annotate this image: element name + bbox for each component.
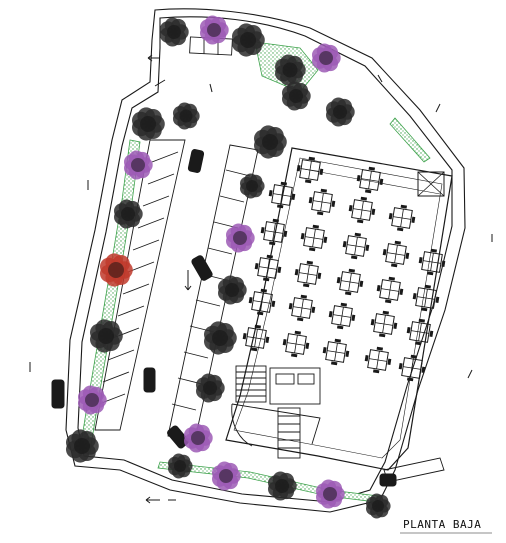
table <box>362 344 394 376</box>
purple-tree-icon <box>311 43 341 73</box>
table <box>258 216 290 248</box>
dining-tables <box>240 154 448 384</box>
table <box>368 308 400 340</box>
dark-tree-icon <box>113 199 143 229</box>
table <box>320 336 352 368</box>
dark-tree-icon <box>89 319 123 353</box>
traffic-arrows <box>29 54 493 504</box>
purple-tree-icon <box>77 385 107 415</box>
red-tree-icon <box>99 253 133 287</box>
purple-tree-icon <box>199 15 229 45</box>
table <box>326 300 358 332</box>
dark-tree-icon <box>253 125 287 159</box>
table <box>410 282 442 314</box>
dark-tree-icon <box>65 429 99 463</box>
table <box>416 246 448 278</box>
table <box>266 179 298 211</box>
table <box>354 164 386 196</box>
purple-tree-icon <box>123 150 153 180</box>
table <box>246 286 278 318</box>
dark-tree-icon <box>274 54 306 86</box>
dark-tree-icon <box>195 373 225 403</box>
dark-tree-icon <box>325 97 355 127</box>
dark-tree-icon <box>172 102 200 130</box>
purple-tree-icon <box>315 479 345 509</box>
drawing-title: PLANTA BAJA <box>403 518 482 531</box>
table <box>380 238 412 270</box>
dark-tree-icon <box>131 107 165 141</box>
table <box>252 252 284 284</box>
table <box>286 292 318 324</box>
dark-tree-icon <box>239 173 265 199</box>
main-building <box>225 147 453 471</box>
table <box>334 266 366 298</box>
purple-tree-icon <box>211 461 241 491</box>
table <box>240 322 272 354</box>
table <box>386 202 418 234</box>
table <box>346 194 378 226</box>
dark-tree-icon <box>159 17 189 47</box>
purple-tree-icon <box>225 223 255 253</box>
table <box>292 258 324 290</box>
dark-tree-icon <box>217 275 247 305</box>
service-block <box>231 365 445 483</box>
cars <box>51 149 397 487</box>
table <box>374 274 406 306</box>
dark-tree-icon <box>231 23 265 57</box>
table <box>298 222 330 254</box>
table <box>404 316 436 348</box>
dark-tree-icon <box>365 493 391 519</box>
trees <box>65 15 391 519</box>
dark-tree-icon <box>167 453 193 479</box>
dark-tree-icon <box>267 471 297 501</box>
table <box>340 230 372 262</box>
dark-tree-icon <box>203 321 237 355</box>
purple-tree-icon <box>183 423 213 453</box>
table <box>280 328 312 360</box>
dark-tree-icon <box>281 81 311 111</box>
table <box>306 186 338 218</box>
